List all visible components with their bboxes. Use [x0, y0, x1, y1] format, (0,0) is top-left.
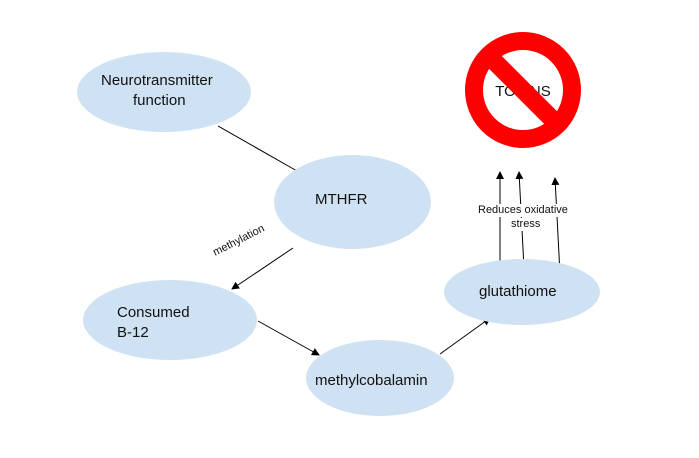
- node-consumed-b12: [83, 280, 257, 360]
- edge-glutathiome-toxins-arrow-3: [551, 177, 561, 275]
- prohibition-slash: [481, 48, 565, 132]
- edge-neurotransmitter-mthfr: [217, 125, 298, 172]
- consumed-label-line2: B-12: [117, 324, 149, 341]
- mthfr-label: MTHFR: [315, 191, 368, 208]
- no-toxins-sign: TOXINS: [465, 32, 581, 148]
- methylcobalamin-label: methylcobalamin: [315, 372, 428, 389]
- neurotransmitter-label-line2: function: [133, 92, 186, 109]
- node-mthfr: [274, 155, 431, 249]
- neurotransmitter-label-line1: Neurotransmitter: [101, 72, 213, 89]
- glutathiome-label: glutathiome: [479, 283, 557, 300]
- consumed-label-line1: Consumed: [117, 304, 190, 321]
- edge-mthfr-consumed-arrow: [231, 247, 294, 290]
- reduces-oxidative-label-line2: stress: [511, 218, 541, 231]
- node-methylcobalamin: [306, 340, 454, 416]
- reduces-oxidative-label-line1: Reduces oxidative: [478, 204, 568, 217]
- edge-methylcobalamin-glutathiome-arrow: [439, 317, 491, 355]
- edge-consumed-methylcobalamin-arrow: [257, 320, 320, 356]
- node-glutathiome: [444, 259, 600, 325]
- node-neurotransmitter-function: [77, 52, 251, 132]
